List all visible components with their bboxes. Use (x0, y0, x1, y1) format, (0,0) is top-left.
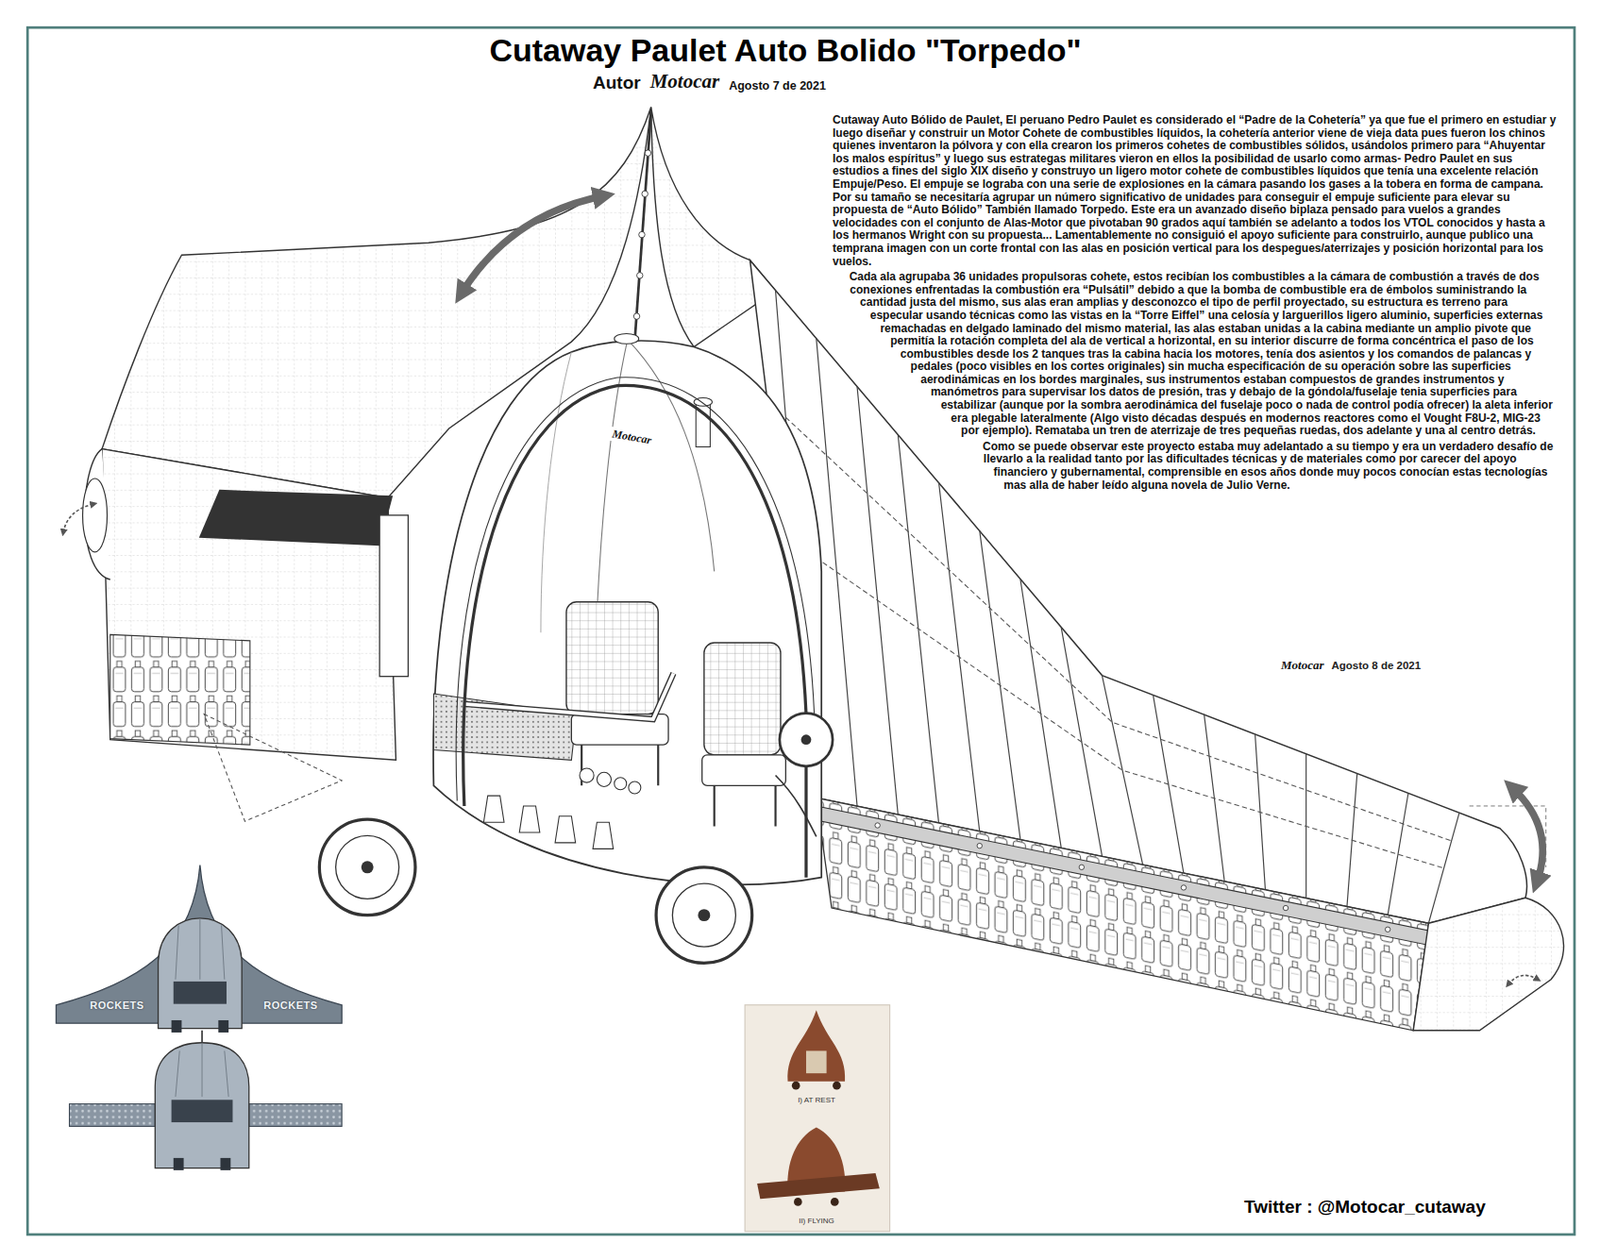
photo-caption: II) FLYING (798, 1216, 835, 1226)
date-label: Agosto 8 de 2021 (1331, 659, 1422, 672)
page-title: Cutaway Paulet Auto Bolido "Torpedo" (0, 32, 1571, 69)
photo-caption: I) AT REST (797, 1095, 836, 1105)
text-column: Cutaway Auto Bólido de Paulet, El peruan… (831, 114, 1557, 700)
wing-label: ROCKETS (263, 999, 318, 1011)
description-paragraph: Cutaway Auto Bólido de Paulet, El peruan… (831, 114, 1557, 269)
author-name: Motocar (650, 69, 721, 94)
social-handle: Twitter : @Motocar_cutaway (1244, 1196, 1486, 1218)
date-label: Agosto 7 de 2021 (728, 79, 826, 93)
wing-label: ROCKETS (89, 999, 144, 1011)
author-label: Autor (592, 72, 641, 94)
description-paragraph: Cada ala agrupaba 36 unidades propulsora… (831, 270, 1557, 438)
signature-name: Motocar (1280, 657, 1325, 674)
description-paragraph: Como se puede observar este proyecto est… (831, 440, 1557, 492)
